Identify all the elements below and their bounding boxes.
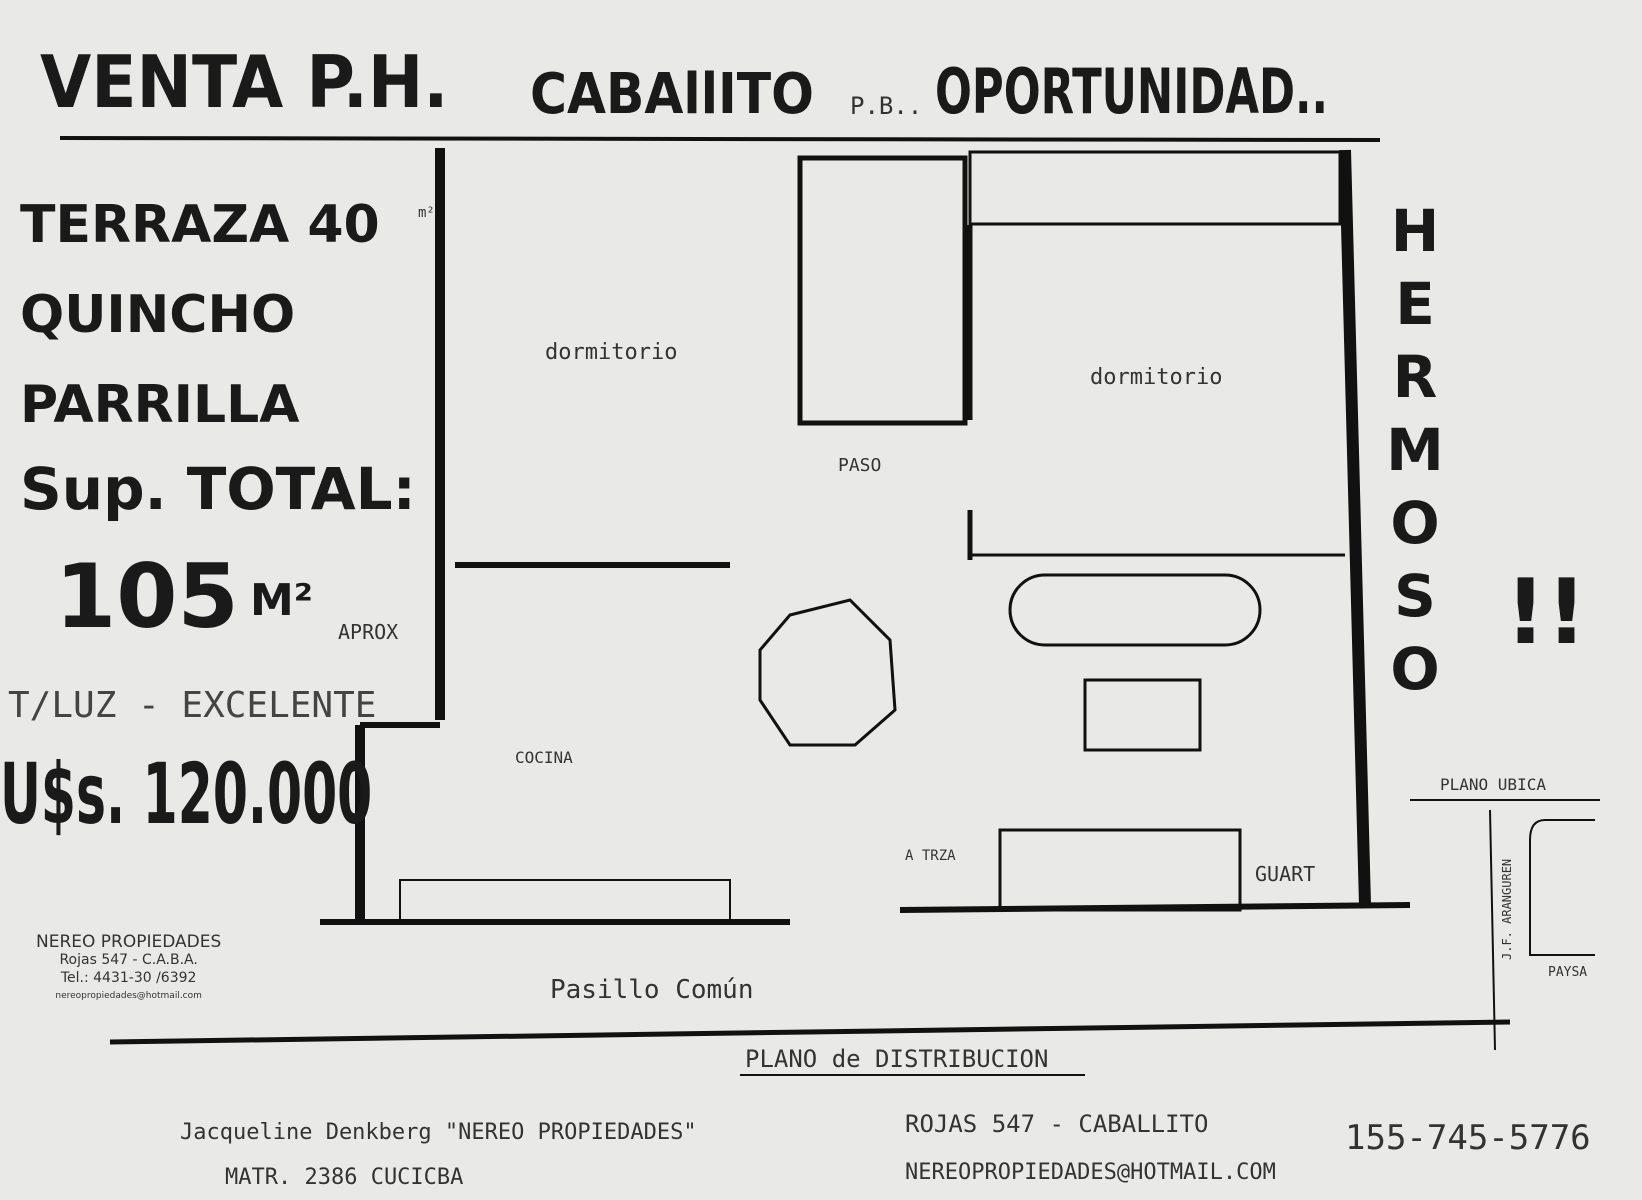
agency-email: nereopropiedades@hotmail.com — [55, 991, 202, 1001]
agency-name: NEREO PROPIEDADES — [36, 932, 222, 952]
surface-unit: M² — [250, 575, 314, 626]
location-map-title: PLANO UBICA — [1440, 775, 1546, 794]
terrace-access-label: A TRZA — [905, 848, 956, 864]
room-label-kitchen: COCINA — [515, 748, 573, 767]
side-text: HERMOSO — [1386, 197, 1444, 703]
surface-value: 105 — [55, 545, 239, 648]
price: U$s. 120.000 — [0, 745, 373, 843]
room-label-bedroom: dormitorio — [1090, 365, 1223, 390]
footer-address: ROJAS 547 - CABALLITO — [905, 1110, 1209, 1138]
agency-address: Rojas 547 - C.A.B.A. — [59, 952, 198, 968]
surface-note: APROX — [338, 620, 399, 644]
plan-title: PLANO de DISTRIBUCION — [745, 1045, 1049, 1073]
side-exclaim: !! — [1505, 560, 1588, 665]
corridor-label: Pasillo Común — [550, 975, 754, 1005]
street-label: PAYSA — [1548, 965, 1588, 980]
floor-level: P.B.. — [850, 92, 923, 120]
condition-text: T/LUZ - EXCELENTE — [8, 685, 377, 726]
terrace-unit: m² — [418, 205, 435, 221]
street-label: J.F. ARANGUREN — [1500, 858, 1514, 960]
agent-license: MATR. 2386 CUCICBA — [225, 1165, 464, 1190]
room-label-bedroom: dormitorio — [545, 340, 678, 365]
room-label-hall: PASO — [838, 455, 882, 476]
storage-label: GUART — [1255, 862, 1316, 886]
footer-email: NEREOPROPIEDADES@HOTMAIL.COM — [905, 1160, 1276, 1185]
features-list: TERRAZA 40 QUINCHO PARRILLA — [20, 180, 380, 450]
agency-stamp: NEREO PROPIEDADES Rojas 547 - C.A.B.A. T… — [36, 933, 221, 1005]
agent-name: Jacqueline Denkberg "NEREO PROPIEDADES" — [180, 1120, 697, 1145]
feature-item: QUINCHO — [20, 285, 296, 345]
listing-title: VENTA P.H. — [40, 40, 449, 124]
tagline: OPORTUNIDAD.. — [935, 55, 1328, 128]
feature-item: PARRILLA — [20, 375, 300, 435]
neighborhood: CABAllITO — [530, 62, 814, 127]
feature-item: TERRAZA 40 — [20, 195, 380, 255]
footer-phone: 155-745-5776 — [1345, 1118, 1591, 1158]
agency-phone: Tel.: 4431-30 /6392 — [60, 970, 197, 986]
surface-label: Sup. TOTAL: — [20, 455, 416, 523]
